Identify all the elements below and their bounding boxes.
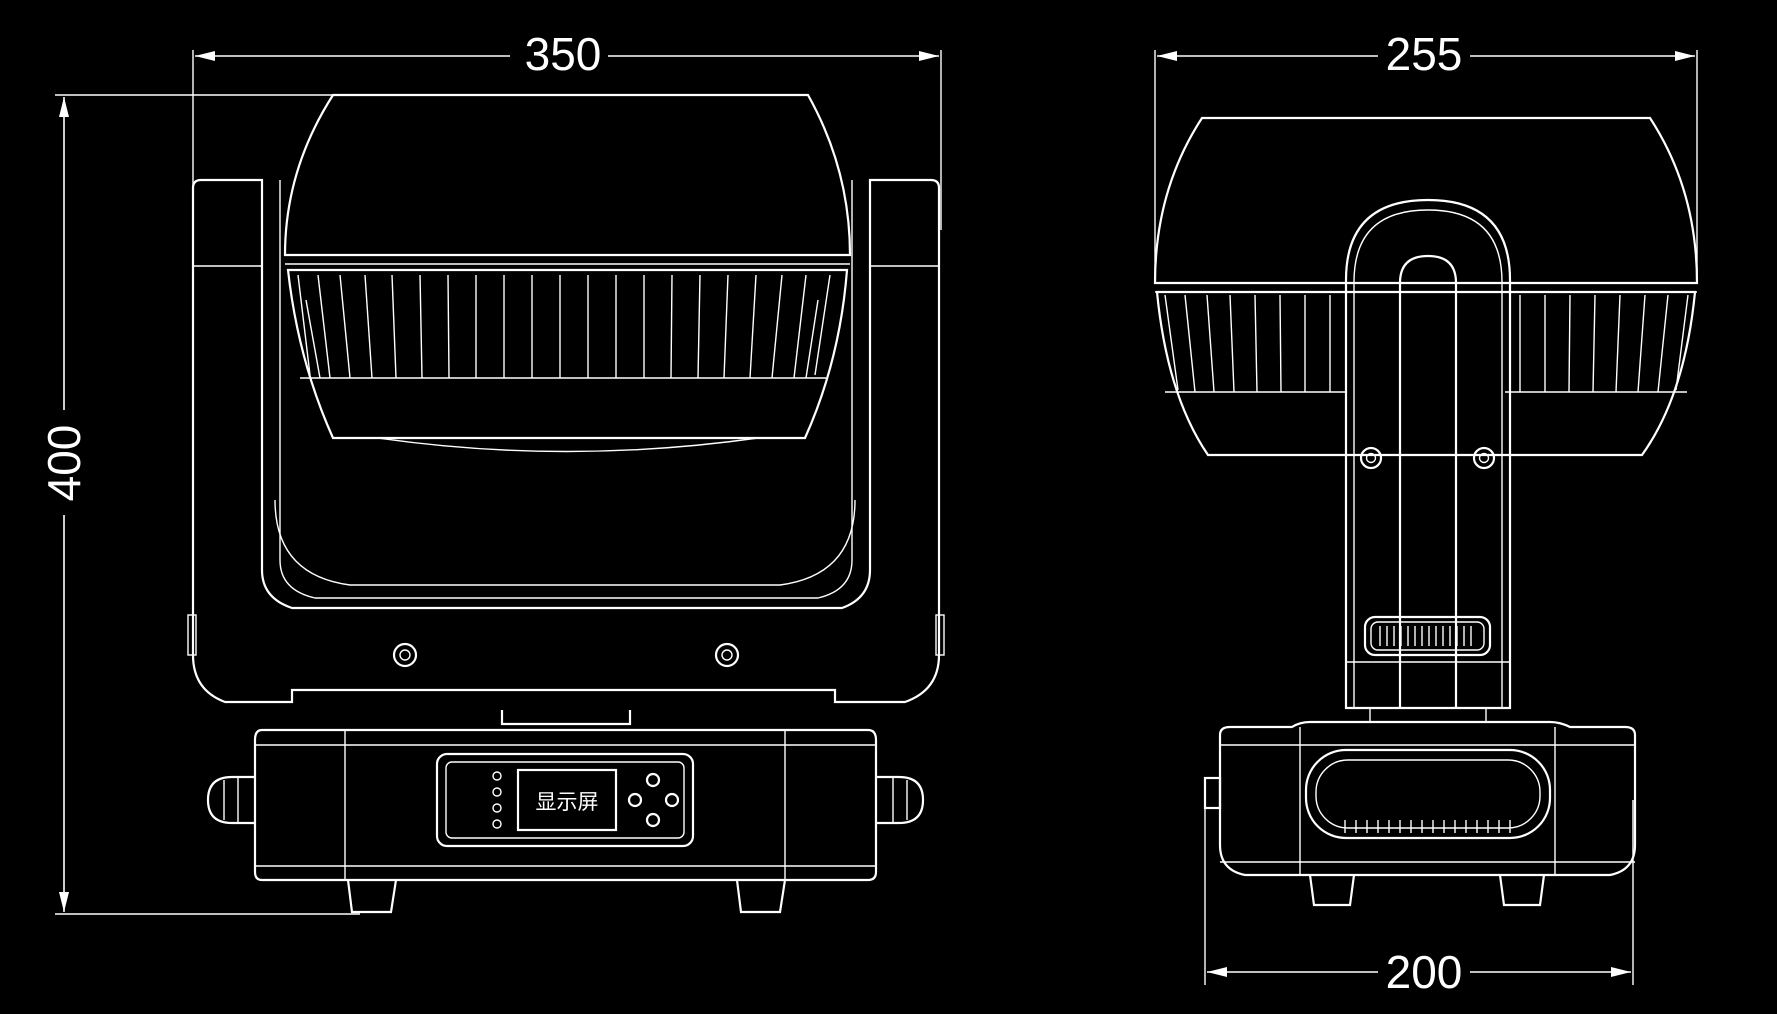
left-knob (206, 775, 255, 825)
side-connector (1203, 776, 1222, 810)
front-height-dimension: 400 (38, 94, 360, 915)
side-vent (1344, 820, 1511, 833)
front-width-label: 350 (525, 28, 602, 80)
side-width-label: 255 (1386, 28, 1463, 80)
control-buttons (627, 772, 680, 828)
side-base-dimension: 200 (1204, 800, 1634, 998)
foot (346, 879, 398, 914)
front-head (283, 93, 852, 453)
display-screen (516, 768, 618, 832)
side-cooling-fins (1164, 294, 1689, 393)
side-head (1153, 116, 1699, 457)
display-screen-label: 显示屏 (536, 790, 599, 814)
front-control-panel (435, 752, 695, 848)
front-view: 350 400 (38, 28, 945, 915)
front-base: 显示屏 (206, 710, 925, 914)
front-width-dimension: 350 (192, 28, 942, 230)
side-handle (1304, 748, 1552, 840)
right-knob (876, 775, 925, 825)
foot (1308, 874, 1356, 907)
foot (1498, 874, 1546, 907)
side-yoke-arm (1344, 198, 1512, 722)
side-base-width-label: 200 (1386, 946, 1463, 998)
side-view: 255 200 (1153, 28, 1699, 998)
front-yoke (187, 178, 945, 704)
side-width-dimension: 255 (1154, 28, 1698, 280)
side-base (1203, 720, 1637, 907)
front-cooling-fins (297, 274, 831, 379)
status-leds (492, 771, 502, 829)
front-height-label: 400 (38, 425, 90, 502)
foot (735, 879, 787, 914)
side-grip (1363, 615, 1492, 657)
